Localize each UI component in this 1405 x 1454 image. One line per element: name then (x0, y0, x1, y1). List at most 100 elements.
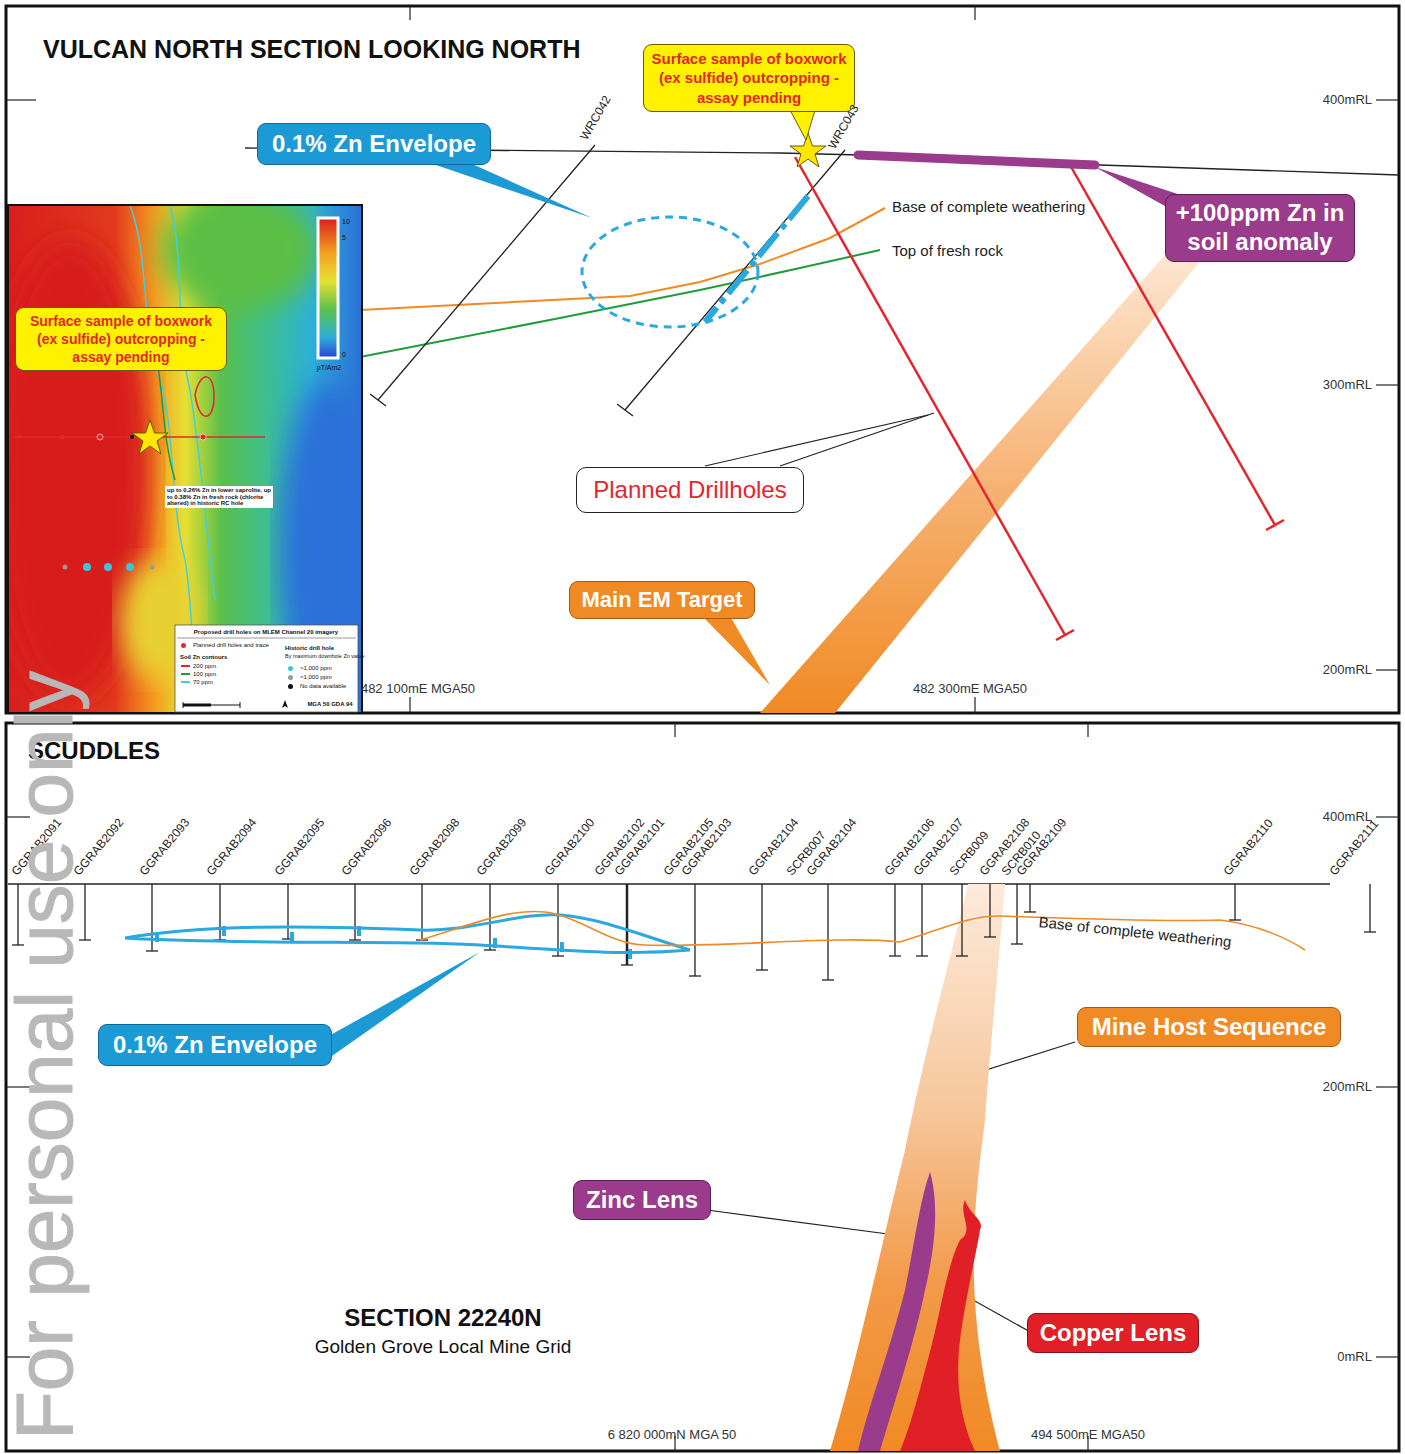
drillhole (151, 884, 152, 951)
leader-line (707, 1210, 903, 1236)
drillhole (552, 955, 564, 956)
section-label: 300mRL (1323, 378, 1372, 393)
fresh-rock-top (360, 250, 880, 357)
drillhole-name: GGRAB2099 (474, 816, 530, 879)
copper-callout: Copper Lens (1027, 1313, 1200, 1353)
scale-bar (183, 704, 211, 707)
drillhole (689, 975, 701, 976)
drillhole (287, 884, 288, 939)
mlem-inset-map (195, 377, 214, 416)
ground-surface (8, 883, 1330, 884)
drillhole (984, 936, 996, 937)
drillhole (146, 950, 158, 951)
callout-text: Main EM Target (582, 587, 743, 612)
grid-tick (1087, 723, 1088, 737)
drillhole (1364, 931, 1376, 932)
drillhole-name: GGRAB2093 (137, 816, 193, 879)
drillhole (219, 884, 220, 940)
drillhole (921, 884, 922, 956)
legend-text: >1,000 ppm (300, 665, 332, 672)
drillhole (1011, 943, 1023, 944)
grid-tick (409, 6, 410, 20)
scale-bar (183, 705, 240, 706)
legend-line (181, 673, 190, 675)
section-label: MGA 50 GDA 94 (307, 701, 352, 708)
drillhole (756, 969, 768, 970)
sample-callout: Surface sample of boxwork (ex sulfide) o… (643, 44, 855, 113)
grid-tick (6, 6, 1399, 1451)
callout-text: Planned Drillholes (593, 476, 786, 504)
zinc-callout: Zinc Lens (573, 1180, 711, 1220)
callout-pointer (790, 110, 815, 140)
historic-drillhole (370, 145, 845, 416)
panel-frame (6, 6, 1399, 713)
section-label: 6 820 000mN MGA 50 (608, 1428, 737, 1443)
grid-tick (1376, 816, 1399, 817)
callout-pointer (430, 163, 592, 218)
drillhole-dot (200, 434, 206, 440)
mlem-inset-map (8, 205, 362, 713)
watermark: For personal use only (5, 671, 85, 1440)
drillhole (628, 949, 632, 959)
section-label: Soil Zn contours (180, 654, 227, 661)
drillhole (621, 964, 633, 965)
copper-lens (900, 1200, 981, 1451)
assay-note: up to 0.26% Zn in lower saprolite, up to… (165, 486, 273, 509)
drillhole (421, 884, 422, 940)
section-label: 482 100mE MGA50 (361, 682, 475, 697)
section-label: 482 300mE MGA50 (913, 682, 1027, 697)
mine-host-band (830, 884, 1005, 1451)
north-arrow (282, 700, 288, 708)
drillhole (827, 884, 828, 980)
planned-drillhole (795, 157, 1065, 635)
callout-pointer (702, 616, 770, 685)
section-label: Golden Grove Local Mine Grid (315, 1336, 572, 1358)
callout-text: Surface sample of boxwork (ex sulfide) o… (650, 49, 848, 108)
legend-dot (288, 666, 293, 671)
section-label: Base of complete weathering (892, 198, 1085, 215)
legend-line (181, 681, 190, 683)
mlem-inset-map (160, 205, 320, 310)
drillhole-dot (18, 435, 22, 439)
section-label: Top of fresh rock (892, 242, 1003, 259)
drillhole-name: GGRAB2094 (204, 816, 260, 879)
legend-dot (181, 643, 186, 648)
historic-drillhole (378, 145, 595, 400)
drillhole-dot (63, 565, 68, 570)
zn-envelope (582, 217, 758, 327)
legend-text: 100 ppm (193, 671, 216, 678)
envelope-callout: 0.1% Zn Envelope (257, 123, 491, 165)
drillhole (1234, 884, 1235, 920)
drillhole-dot (60, 435, 65, 440)
drillhole (961, 884, 962, 956)
section-label: 0 (342, 351, 346, 359)
drillhole (349, 939, 361, 940)
legend-text: <1,000 ppm (300, 674, 332, 681)
drillhole (557, 884, 558, 956)
drillhole-dot (130, 435, 134, 439)
grid-tick (974, 697, 975, 713)
grid-tick (974, 6, 975, 20)
soil-anomaly (858, 155, 1095, 165)
sample-star (132, 420, 168, 454)
planned-drillhole (1266, 520, 1284, 530)
historic-drillhole (617, 404, 633, 416)
drillhole (956, 955, 968, 956)
drillhole (916, 955, 928, 956)
drillhole (1369, 884, 1370, 932)
grid-tick (6, 99, 36, 100)
drillhole (1024, 911, 1036, 912)
drillhole-name: GGRAB2111 (1327, 818, 1381, 879)
grid-tick (674, 723, 675, 737)
grid-tick (1376, 99, 1399, 100)
drillhole (484, 949, 496, 950)
section-label: 5 (342, 234, 346, 242)
legend-dot (288, 684, 293, 689)
drillhole (694, 884, 695, 976)
planned-drillhole (1056, 630, 1074, 640)
legend-line (181, 665, 190, 667)
drillhole (1016, 884, 1017, 944)
sample-callout: Surface sample of boxwork (ex sulfide) o… (15, 307, 227, 372)
section-title: VULCAN NORTH SECTION LOOKING NORTH (43, 35, 581, 64)
section-label: 10 (342, 218, 350, 226)
